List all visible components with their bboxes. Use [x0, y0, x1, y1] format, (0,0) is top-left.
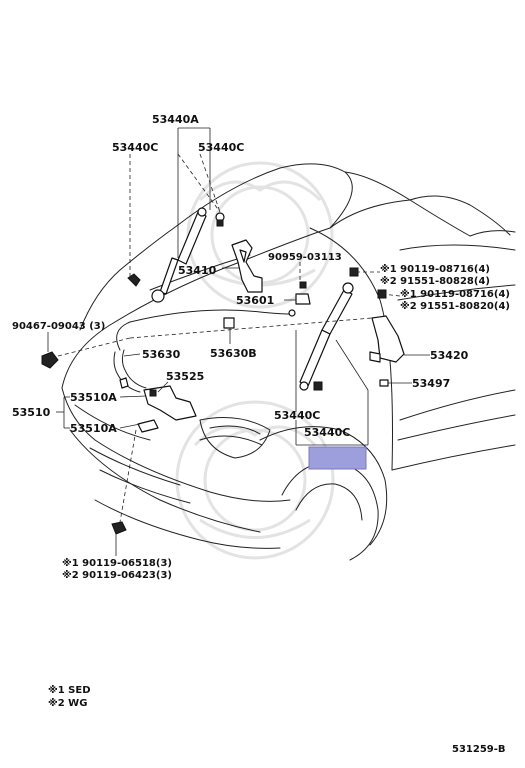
stopper-53497 [379, 379, 389, 387]
label-90119-08716-sed-2: ※1 90119-08716(4) [400, 288, 510, 300]
watermark-emblem [175, 161, 335, 560]
label-53525: 53525 [166, 370, 204, 383]
label-53420: 53420 [430, 349, 469, 362]
label-90119-06518-sed: ※1 90119-06518(3) [62, 557, 172, 569]
part-labels: 53440A 53440C 53440C 53410 90959-03113 5… [12, 113, 510, 581]
label-53510: 53510 [12, 406, 51, 419]
clip-53601 [295, 281, 311, 305]
label-53497: 53497 [412, 377, 450, 390]
label-53510A-lower: 53510A [70, 422, 117, 435]
label-53601: 53601 [236, 294, 274, 307]
bolt-53440C-left [127, 212, 225, 287]
label-53410: 53410 [178, 264, 217, 277]
label-53510A-upper: 53510A [70, 391, 117, 404]
figure-code: 531259-B [452, 744, 506, 755]
hood-hinge-53420 [349, 267, 405, 363]
label-91551-80820-wg: ※2 91551-80820(4) [400, 300, 510, 312]
label-53440A: 53440A [152, 113, 199, 126]
highlight-box [308, 446, 367, 470]
clip-90467 [41, 351, 59, 369]
label-91551-80828-wg: ※2 91551-80828(4) [380, 275, 490, 287]
label-53440C-mid-2: 53440C [304, 426, 350, 439]
label-53440C-top-left: 53440C [112, 141, 158, 154]
leader-lines [47, 127, 430, 556]
label-90959-03113: 90959-03113 [268, 252, 342, 263]
cable-clamp-53630B [223, 317, 235, 329]
hood-support-strut-right [299, 282, 354, 391]
label-90119-08716-sed: ※1 90119-08716(4) [380, 263, 490, 275]
label-90119-06423-wg: ※2 90119-06423(3) [62, 569, 172, 581]
legend-sed: ※1 SED [48, 684, 91, 696]
label-53630: 53630 [142, 348, 181, 361]
legend: ※1 SED ※2 WG [48, 684, 91, 709]
label-53630B: 53630B [210, 347, 257, 360]
hood-support-strut-left [151, 207, 207, 303]
hood-hinge-53410 [231, 239, 263, 293]
label-53440C-top-right: 53440C [198, 141, 244, 154]
label-53440C-mid-1: 53440C [274, 409, 320, 422]
bolt-90119-bottom [111, 521, 127, 535]
hood-lock-53510 [119, 377, 197, 433]
legend-wg: ※2 WG [48, 697, 87, 709]
label-90467-09043: 90467-09043 (3) [12, 321, 105, 332]
release-cable-53630 [113, 309, 296, 393]
